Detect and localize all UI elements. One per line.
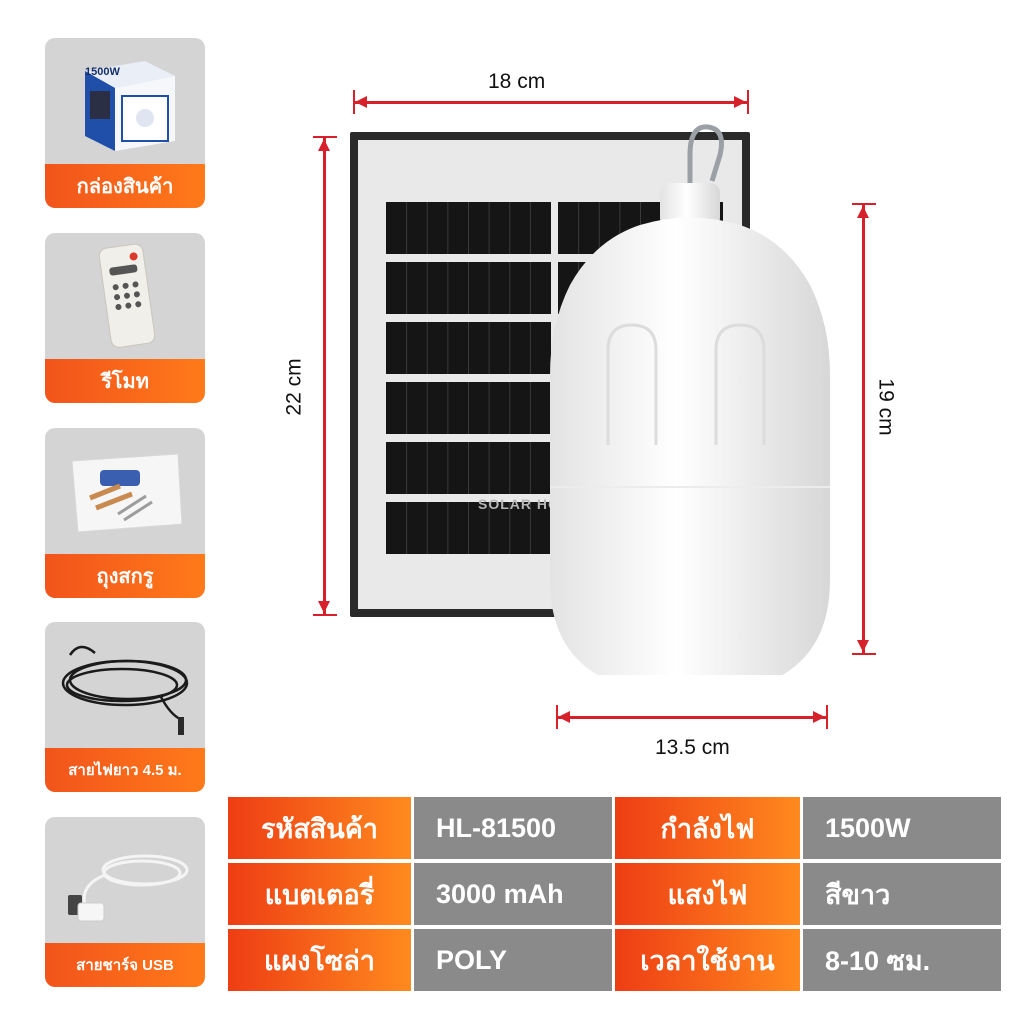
spec-key: แผงโซล่า xyxy=(228,929,411,991)
accessory-card-usb-cable: สายชาร์จ USB xyxy=(45,817,205,987)
box-text: 1500W xyxy=(85,66,120,78)
panel-width-dimension-line xyxy=(354,101,748,104)
accessory-label-screws: ถุงสกรู xyxy=(45,554,205,598)
dimension-tick xyxy=(826,705,828,729)
panel-height-dimension-line xyxy=(323,137,326,615)
spec-key: กำลังไฟ xyxy=(615,797,800,859)
arrow-up-icon xyxy=(318,139,330,151)
remote-control-icon xyxy=(45,233,205,359)
dimension-tick xyxy=(313,136,337,138)
dimension-tick xyxy=(852,653,876,655)
solar-bulb-icon xyxy=(550,124,830,675)
spec-key: เวลาใช้งาน xyxy=(615,929,800,991)
spec-key: แสงไฟ xyxy=(615,863,800,925)
arrow-up-icon xyxy=(857,206,869,218)
accessory-label-remote: รีโมท xyxy=(45,359,205,403)
accessory-card-box: 1500W กล่องสินค้า xyxy=(45,38,205,208)
usb-cable-icon xyxy=(45,817,205,943)
spec-value: สีขาว xyxy=(803,863,1001,925)
product-box-icon: 1500W xyxy=(45,38,205,164)
arrow-down-icon xyxy=(318,601,330,613)
arrow-right-icon xyxy=(813,711,825,723)
spec-row: รหัสสินค้า HL-81500 กำลังไฟ 1500W xyxy=(228,797,1001,859)
spec-key: รหัสสินค้า xyxy=(228,797,411,859)
spec-table: รหัสสินค้า HL-81500 กำลังไฟ 1500W แบตเตอ… xyxy=(228,797,1001,992)
accessory-card-remote: รีโมท xyxy=(45,233,205,403)
spec-key: แบตเตอรี่ xyxy=(228,863,411,925)
spec-value: HL-81500 xyxy=(414,797,612,859)
spec-row: แบตเตอรี่ 3000 mAh แสงไฟ สีขาว xyxy=(228,863,1001,925)
screw-bag-icon xyxy=(45,428,205,554)
bulb-height-label: 19 cm xyxy=(874,378,898,436)
bulb-height-dimension-line xyxy=(862,204,865,654)
dimension-tick xyxy=(353,90,355,114)
accessory-card-power-cable: สายไฟยาว 4.5 ม. xyxy=(45,622,205,792)
arrow-right-icon xyxy=(734,96,746,108)
panel-height-label: 22 cm xyxy=(282,358,306,416)
spec-value: 1500W xyxy=(803,797,1001,859)
dimension-tick xyxy=(747,90,749,114)
dimension-tick xyxy=(852,203,876,205)
spec-value: POLY xyxy=(414,929,612,991)
arrow-left-icon xyxy=(558,711,570,723)
dimension-tick xyxy=(556,705,558,729)
spec-value: 3000 mAh xyxy=(414,863,612,925)
bulb-width-label: 13.5 cm xyxy=(655,736,730,759)
accessory-label-usb-cable: สายชาร์จ USB xyxy=(45,943,205,987)
spec-row: แผงโซล่า POLY เวลาใช้งาน 8-10 ซม. xyxy=(228,929,1001,991)
spec-value: 8-10 ซม. xyxy=(803,929,1001,991)
arrow-down-icon xyxy=(857,640,869,652)
bulb-width-dimension-line xyxy=(557,716,827,719)
accessory-label-power-cable: สายไฟยาว 4.5 ม. xyxy=(45,748,205,792)
panel-width-label: 18 cm xyxy=(488,70,546,93)
dimension-tick xyxy=(313,614,337,616)
accessory-label-box: กล่องสินค้า xyxy=(45,164,205,208)
power-cable-icon xyxy=(45,622,205,748)
accessory-card-screws: ถุงสกรู xyxy=(45,428,205,598)
arrow-left-icon xyxy=(355,96,367,108)
